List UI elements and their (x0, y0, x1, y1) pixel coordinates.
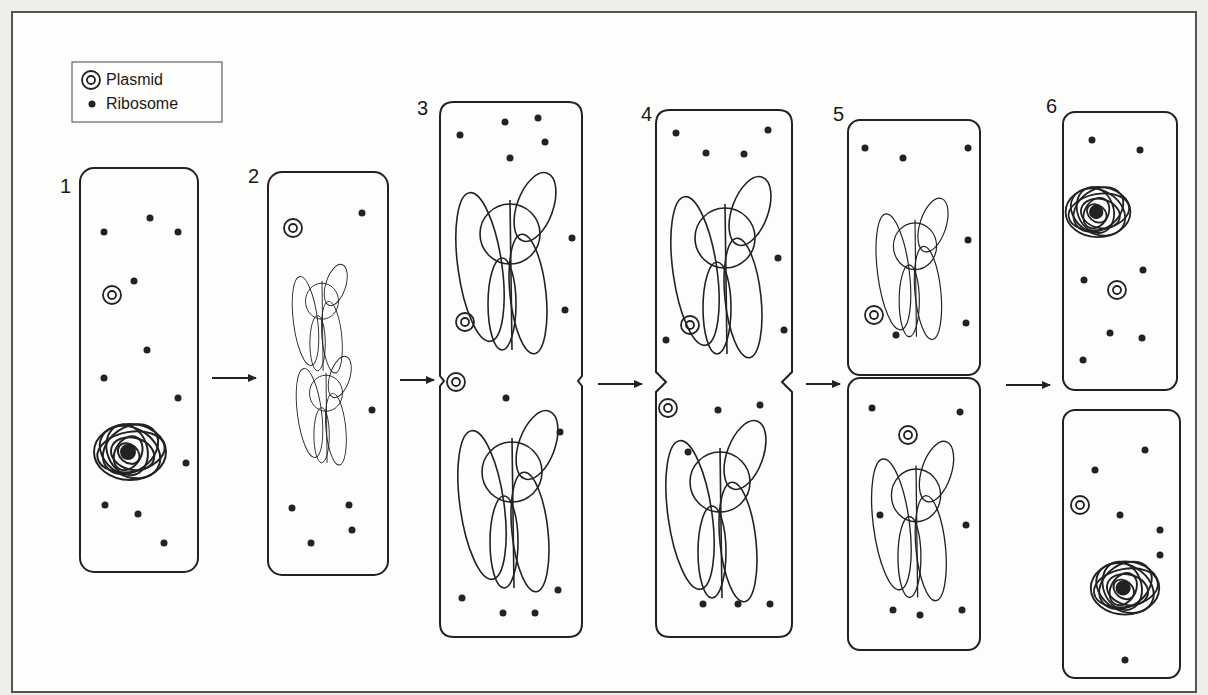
ribosome-dot (131, 278, 138, 285)
ribosome-dot (1157, 552, 1164, 559)
cell-outlines (80, 102, 1180, 678)
ribosome-dot (1137, 147, 1144, 154)
ribosome-dot (893, 332, 900, 339)
ribosome-dot (959, 607, 966, 614)
ribosome-dot (135, 511, 142, 518)
ribosome-dot (102, 502, 109, 509)
ribosome-dot (757, 402, 764, 409)
ribosome-dot (965, 145, 972, 152)
ribosome-dot (557, 429, 564, 436)
ribosome-dot (349, 527, 356, 534)
ribosome-dot (369, 407, 376, 414)
ribosome-dot (741, 151, 748, 158)
ribosome-dot (569, 235, 576, 242)
ribosome-dot (1080, 357, 1087, 364)
ribosome-dot (502, 119, 509, 126)
ribosome-dot (503, 395, 510, 402)
ribosome-dot (500, 610, 507, 617)
step-arrows (212, 378, 1050, 385)
ribosome-dot (457, 132, 464, 139)
callout-number: 2 (248, 166, 259, 186)
ribosome-dot (1117, 512, 1124, 519)
ribosome-dot (308, 540, 315, 547)
ribosome-dot (359, 210, 366, 217)
ribosome-dot (535, 115, 542, 122)
ribosome-dot (1140, 267, 1147, 274)
ribosome-dot (767, 601, 774, 608)
ribosome-dot (781, 327, 788, 334)
ribosome-dot (890, 607, 897, 614)
ribosome-dot (346, 502, 353, 509)
ribosome-dots (101, 115, 1164, 664)
ribosome-dot (862, 145, 869, 152)
ribosome-dot (459, 595, 466, 602)
callout-number: 4 (641, 104, 652, 124)
legend-text: Plasmid (106, 72, 163, 88)
ribosome-dot (147, 215, 154, 222)
ribosome-dot (703, 150, 710, 157)
callout-number: 6 (1046, 96, 1057, 116)
ribosome-dot (183, 460, 190, 467)
ribosome-dot (532, 610, 539, 617)
callout-number: 3 (417, 98, 428, 118)
ribosome-dot (963, 320, 970, 327)
ribosome-dot (877, 512, 884, 519)
ribosome-dot (957, 409, 964, 416)
ribosome-dot (1157, 527, 1164, 534)
plasmid-symbol (103, 219, 1126, 514)
ribosome-dot (735, 601, 742, 608)
legend-box (72, 62, 222, 122)
ribosome-dot (175, 395, 182, 402)
ribosome-dot (555, 587, 562, 594)
ribosome-dot (715, 407, 722, 414)
ribosome-dot (289, 505, 296, 512)
ribosome-dot (1081, 277, 1088, 284)
ribosome-dot (663, 337, 670, 344)
ribosome-dot (673, 130, 680, 137)
callout-number: 5 (833, 104, 844, 124)
ribosome-dot (900, 155, 907, 162)
ribosome-dot (965, 237, 972, 244)
ribosome-dot (869, 405, 876, 412)
ribosome-dot (1092, 467, 1099, 474)
ribosome-dot (101, 375, 108, 382)
ribosome-dot (765, 127, 772, 134)
ribosome-dot (963, 522, 970, 529)
ribosome-dot (542, 139, 549, 146)
ribosome-dot (161, 540, 168, 547)
ribosome-dot (1139, 335, 1146, 342)
ribosome-dot (144, 347, 151, 354)
legend-text: Ribosome (106, 96, 178, 112)
ribosome-dot (1142, 447, 1149, 454)
ribosome-dot (775, 255, 782, 262)
ribosome-dot (562, 307, 569, 314)
frame (12, 12, 1196, 692)
ribosome-dot (101, 229, 108, 236)
ribosome-dot (700, 601, 707, 608)
ribosome-dot (917, 612, 924, 619)
legend-symbols (82, 71, 100, 108)
ribosome-dot (1107, 330, 1114, 337)
ribosome-dot (1122, 657, 1129, 664)
nucleoid (90, 167, 1162, 623)
ribosome-dot (507, 155, 514, 162)
callout-number: 1 (60, 176, 71, 196)
ribosome-dot (685, 449, 692, 456)
ribosome-dot (1089, 137, 1096, 144)
ribosome-dot (175, 229, 182, 236)
